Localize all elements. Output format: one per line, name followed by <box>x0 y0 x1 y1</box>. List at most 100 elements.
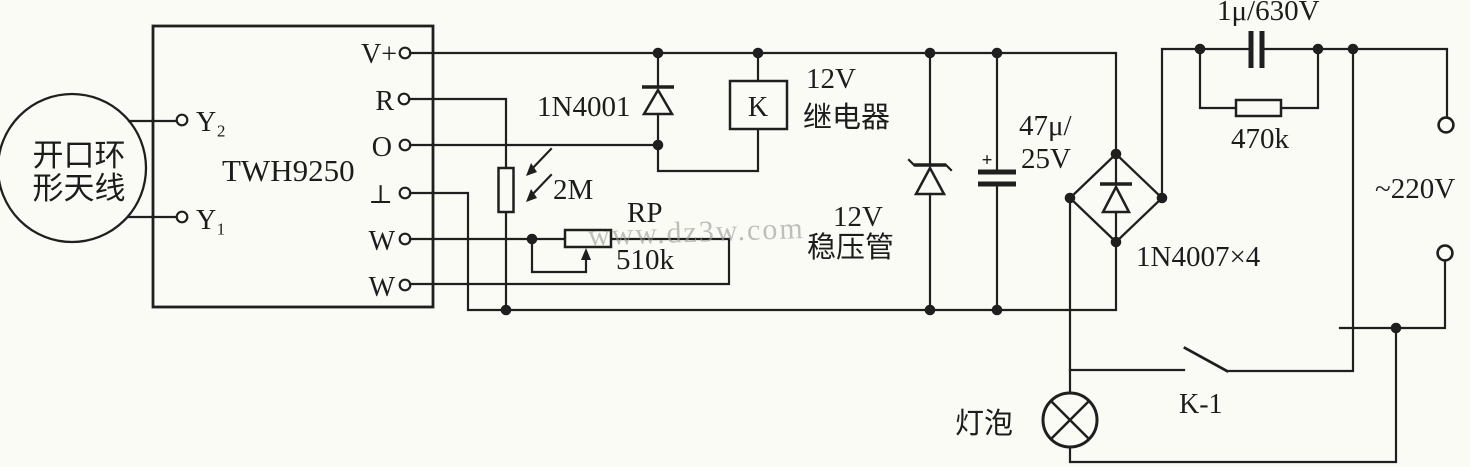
light-arrow-2-head <box>526 189 537 202</box>
bridge-rectifier: 1N4007×4 <box>1068 152 1261 273</box>
junction-dot <box>652 139 664 151</box>
zener-triangle <box>913 165 947 196</box>
resistor-470k-label: 470k <box>1231 123 1290 155</box>
wire-bridge-to-dropper-cap <box>1160 47 1250 200</box>
wire-mains-to-switch <box>1225 47 1355 373</box>
relay-box-label: K <box>748 92 768 123</box>
junction-dot <box>924 304 936 316</box>
terminal-y1 <box>175 210 189 224</box>
capacitor-47uf: + 47μ/ 25V <box>978 51 1073 310</box>
wire-relay-return <box>656 127 760 173</box>
junction-dot <box>924 47 936 59</box>
watermark-text: www.dz3w.com <box>587 212 805 253</box>
wire-vplus-rail <box>408 51 1118 156</box>
capacitor-1uf: 1μ/630V <box>1217 0 1320 68</box>
diode-label: 1N4001 <box>537 91 630 123</box>
relay-rating-line2: 继电器 <box>803 101 890 134</box>
junction-dot <box>1312 43 1324 55</box>
lamp-label: 灯泡 <box>955 407 1013 440</box>
wire-ground-rail <box>408 191 1118 312</box>
pot-body <box>563 228 613 249</box>
lamp-bulb-circle <box>1041 391 1099 449</box>
zener-label-line2: 稳压管 <box>807 231 894 264</box>
terminal-label-y2: Y₂ <box>196 107 226 138</box>
diode-triangle <box>641 87 675 116</box>
photoresistor-label: 2M <box>553 174 593 206</box>
junction-dot <box>1194 43 1206 55</box>
wire-bleeder-left <box>1198 47 1238 110</box>
pin-terminal-gnd <box>398 186 412 200</box>
wiring <box>407 47 1449 464</box>
junction-dots <box>500 43 1402 334</box>
resistor-470k: 470k <box>1231 98 1290 155</box>
mains-terminal-bottom <box>1436 244 1454 262</box>
switch-blade <box>1183 346 1229 373</box>
wire-w2-loop <box>408 237 731 286</box>
ic-twh9250: TWH9250 V+ R O ⊥ W W <box>151 24 435 309</box>
wire-bleeder-right <box>1279 47 1320 110</box>
wire-pot-wiper-link <box>530 237 588 274</box>
pin-label-w2: W <box>369 272 396 303</box>
ic-name-label: TWH9250 <box>222 153 355 188</box>
pin-terminal-vplus <box>398 46 412 60</box>
switch-k1: K-1 <box>1179 346 1229 420</box>
antenna-loop-symbol <box>0 92 148 244</box>
pin-terminal-w2 <box>398 278 412 292</box>
pot-wiper-arrow <box>581 248 591 260</box>
antenna-label-line1: 开口环 <box>33 138 126 173</box>
pot-value-label: 510k <box>616 244 675 276</box>
cap47-label-line2: 25V <box>1021 143 1071 175</box>
wire-r-to-photoresistor <box>407 97 508 170</box>
pin-label-w1: W <box>369 226 396 257</box>
switch-label: K-1 <box>1179 389 1223 420</box>
diode-1n4001: 1N4001 <box>537 51 675 147</box>
photoresistor-body <box>497 166 515 214</box>
mains-terminals: ~220V <box>1375 116 1455 262</box>
cap47-polarity-mark: + <box>982 150 993 171</box>
junction-dot <box>652 47 664 59</box>
zener-bar-ticks <box>907 158 953 172</box>
junction-dot <box>1390 322 1402 334</box>
relay-k: K 12V 继电器 <box>728 51 890 134</box>
resistor-470k-body <box>1234 98 1283 118</box>
junction-dot <box>1110 148 1122 160</box>
pin-label-gnd: ⊥ <box>369 180 393 209</box>
relay-rating-line1: 12V <box>806 63 856 95</box>
junction-dot <box>1156 192 1168 204</box>
pot-name-label: RP <box>627 197 662 229</box>
lamp: 灯泡 <box>955 391 1099 449</box>
junction-dot <box>526 233 538 245</box>
photoresistor-2m: 2M <box>497 147 593 214</box>
light-arrow-1-head <box>526 163 537 176</box>
zener-diode-12v: 12V 稳压管 <box>807 51 953 310</box>
junction-dot <box>500 304 512 316</box>
junction-dot <box>991 304 1003 316</box>
wire-dropper-to-mains-top <box>1263 47 1449 119</box>
pin-label-vplus: V+ <box>361 39 397 70</box>
zener-label-line1: 12V <box>833 201 883 233</box>
pin-label-o: O <box>372 132 392 163</box>
cap1u-label: 1μ/630V <box>1217 0 1320 27</box>
mains-voltage-label: ~220V <box>1375 173 1455 205</box>
terminal-y2 <box>175 113 189 127</box>
pin-label-r: R <box>375 86 394 117</box>
mains-terminal-top <box>1437 116 1455 134</box>
junction-dot <box>1347 43 1359 55</box>
antenna-label-line2: 形天线 <box>33 171 126 206</box>
pin-terminal-r <box>397 92 411 106</box>
junction-dot <box>752 47 764 59</box>
pin-terminal-w1 <box>398 232 412 246</box>
lamp-cross <box>1049 399 1091 441</box>
cap47-label-line1: 47μ/ <box>1019 110 1073 142</box>
terminal-label-y1: Y₁ <box>196 205 226 236</box>
potentiometer-rp: RP 510k <box>563 197 675 276</box>
bridge-diode-triangle <box>1100 184 1132 214</box>
junction-dot <box>991 47 1003 59</box>
junction-dot <box>1064 192 1076 204</box>
pin-terminal-o <box>398 138 412 152</box>
wire-mains-bottom-branch <box>1338 259 1447 330</box>
junction-dot <box>1110 236 1122 248</box>
antenna: 开口环 形天线 Y₂ Y₁ <box>0 92 226 244</box>
